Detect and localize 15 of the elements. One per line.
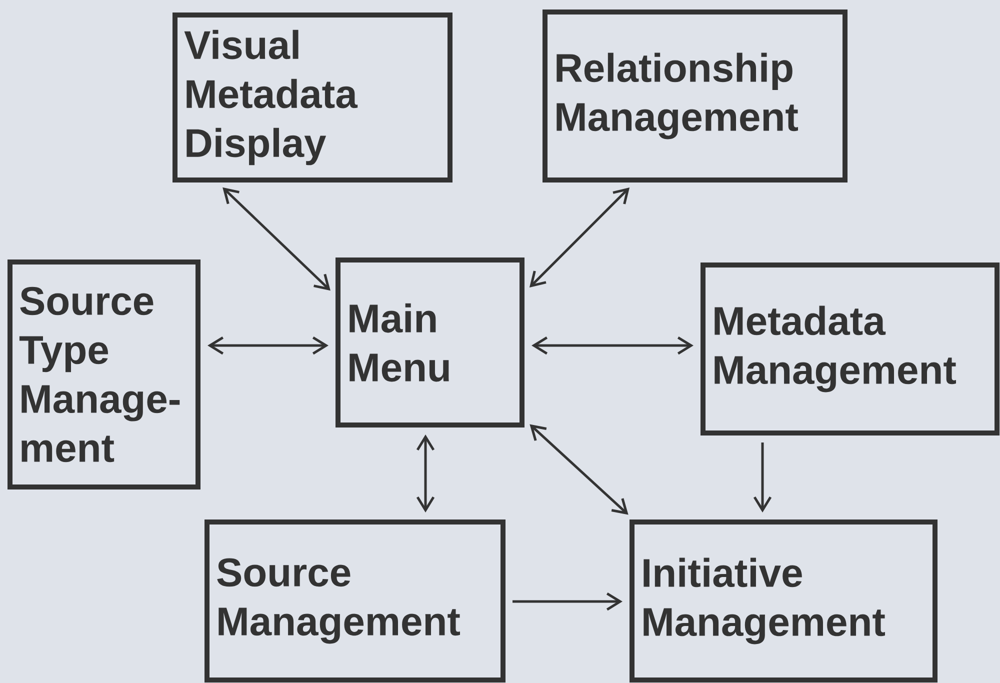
arrow	[753, 442, 772, 513]
process-box: Main Menu	[336, 258, 524, 428]
process-box: Visual Metadata Display	[172, 12, 452, 182]
process-box: Initiative Management	[630, 520, 938, 682]
process-box: Source Type Manage- ment	[8, 260, 200, 490]
process-box: Relationship Management	[542, 10, 848, 182]
arrow	[529, 187, 630, 288]
arrow	[532, 336, 694, 355]
arrow	[416, 434, 435, 513]
process-box: Metadata Management	[700, 262, 1000, 436]
process-box: Source Management	[204, 520, 506, 682]
arrow	[208, 336, 329, 355]
arrow	[512, 592, 623, 611]
arrow	[222, 187, 330, 291]
arrow	[530, 424, 628, 515]
